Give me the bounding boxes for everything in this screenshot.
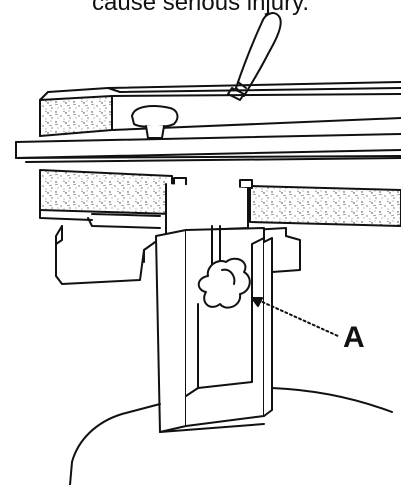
- callout-label: A: [343, 321, 365, 354]
- mounting-nut-right-icon: [239, 179, 253, 189]
- rail-knob-icon: [131, 105, 179, 139]
- upper-rail: [39, 81, 401, 137]
- support-frame: [155, 225, 273, 433]
- lower-rail: [39, 169, 401, 229]
- caption-text: cause serious injury.: [92, 0, 309, 16]
- callout-leader: [257, 299, 339, 337]
- star-knob-icon: [197, 257, 251, 309]
- left-bracket: [55, 225, 159, 285]
- fence-bar: [15, 133, 401, 163]
- lock-lever: [227, 12, 282, 101]
- saw-base: [69, 387, 393, 485]
- callout-arrow-icon: [251, 297, 263, 307]
